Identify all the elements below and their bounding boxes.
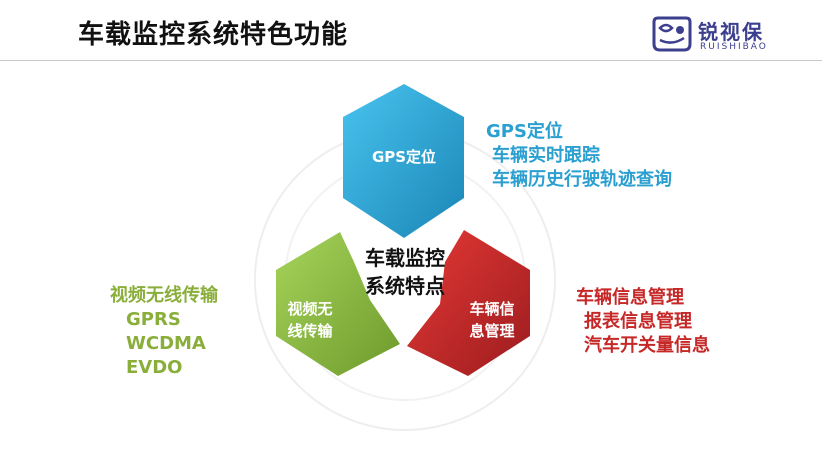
logo-name-en: RUISHIBAO xyxy=(700,42,768,52)
gps-feature-list: GPS定位 车辆实时跟踪 车辆历史行驶轨迹查询 xyxy=(486,120,672,192)
vehicle-info-feature-item: 报表信息管理 xyxy=(584,311,692,332)
center-label-line1: 车载监控 xyxy=(365,246,445,270)
video-transfer-segment-label: 视频无 线传输 xyxy=(272,298,348,342)
header-divider xyxy=(0,60,822,61)
vehicle-info-feature-heading: 车辆信息管理 xyxy=(576,287,684,308)
vehicle-info-label-line1: 车辆信 xyxy=(469,300,515,318)
video-transfer-segment xyxy=(276,232,400,376)
brand-logo: 锐视保 RUISHIBAO xyxy=(650,14,800,58)
gps-feature-heading: GPS定位 xyxy=(486,121,563,142)
gps-feature-item: 车辆历史行驶轨迹查询 xyxy=(492,169,672,190)
center-label-line2: 系统特点 xyxy=(365,274,445,298)
logo-mark-icon xyxy=(652,16,692,52)
gps-segment-label-line1: GPS定位 xyxy=(371,148,437,166)
video-transfer-feature-item: GPRS xyxy=(126,309,181,330)
gps-segment-label: GPS定位 xyxy=(354,146,454,168)
video-transfer-feature-heading: 视频无线传输 xyxy=(110,285,218,306)
diagram-center-label: 车载监控 系统特点 xyxy=(345,244,465,300)
page-title: 车载监控系统特色功能 xyxy=(78,20,349,50)
vehicle-info-label-line2: 息管理 xyxy=(469,322,515,340)
video-transfer-feature-list: 视频无线传输 GPRS WCDMA EVDO xyxy=(110,284,218,380)
gps-feature-item: 车辆实时跟踪 xyxy=(492,145,600,166)
video-transfer-feature-item: WCDMA xyxy=(126,333,206,354)
vehicle-info-feature-list: 车辆信息管理 报表信息管理 汽车开关量信息 xyxy=(576,286,710,358)
logo-name-cn: 锐视保 xyxy=(698,20,764,44)
video-transfer-label-line1: 视频无 xyxy=(287,300,333,318)
gps-segment xyxy=(343,84,464,238)
vehicle-info-segment xyxy=(407,230,530,376)
vehicle-info-segment-label: 车辆信 息管理 xyxy=(456,298,528,342)
video-transfer-feature-item: EVDO xyxy=(126,357,183,378)
vehicle-info-feature-item: 汽车开关量信息 xyxy=(584,335,710,356)
video-transfer-label-line2: 线传输 xyxy=(287,322,333,340)
